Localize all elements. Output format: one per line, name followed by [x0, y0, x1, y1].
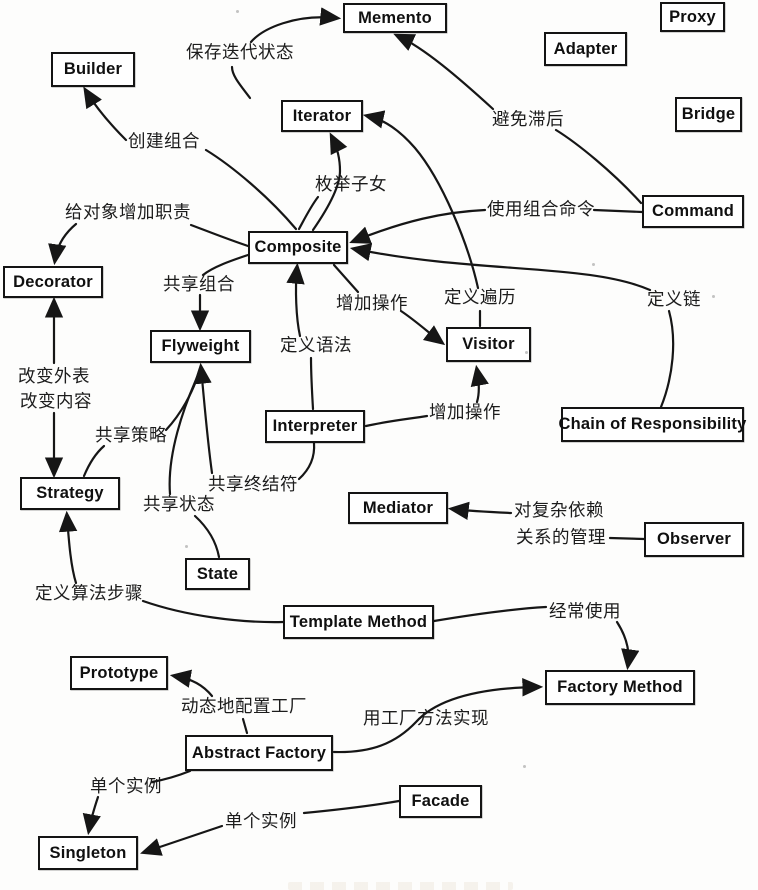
edge-state-to-flyweight: [168, 371, 201, 496]
scan-speck: [185, 545, 188, 548]
pattern-box-mediator: Mediator: [348, 492, 448, 524]
pattern-box-factory_method: Factory Method: [545, 670, 695, 705]
edge-command-to-memento: [393, 33, 495, 111]
edge-iterator-to-memento: [249, 7, 342, 44]
edge-command-to-memento: [554, 128, 643, 205]
pattern-box-facade: Facade: [399, 785, 482, 818]
pattern-box-chain: Chain of Responsibility: [559, 407, 746, 442]
edge-strategy-to-flyweight: [164, 370, 201, 432]
scan-speck: [525, 351, 528, 354]
pattern-box-decorator: Decorator: [3, 266, 103, 298]
edge-label-sharing-strategies: 共享策略: [95, 426, 167, 446]
edge-composite-to-decorator: [48, 222, 78, 266]
edge-chain-to-composite: [659, 309, 675, 409]
edge-label-implement-using-factory-method: 用工厂方法实现: [363, 709, 489, 729]
edge-abstract_factory-to-singleton: [150, 769, 192, 784]
edge-observer-to-mediator: [447, 501, 513, 520]
edge-composite-to-builder: [204, 148, 298, 231]
edge-command-to-composite: [349, 208, 487, 244]
pattern-box-abstract_factory: Abstract Factory: [185, 735, 333, 771]
edge-label-complex-dependency-line1: 对复杂依赖: [514, 501, 604, 521]
edge-observer-to-mediator: [608, 536, 646, 541]
pattern-box-flyweight: Flyweight: [150, 330, 251, 363]
edge-interpreter-to-flyweight: [297, 441, 316, 481]
edge-composite-to-visitor: [399, 309, 446, 346]
pattern-box-memento: Memento: [343, 3, 447, 33]
scan-speck: [712, 295, 715, 298]
edge-composite-to-decorator: [189, 223, 250, 248]
pattern-box-composite: Composite: [248, 231, 348, 264]
pattern-box-strategy: Strategy: [20, 477, 120, 510]
pattern-box-template_method: Template Method: [283, 605, 434, 639]
scan-speck: [523, 765, 526, 768]
edge-template_method-to-strategy: [141, 599, 285, 624]
edge-label-creating-composites: 创建组合: [128, 132, 200, 152]
edge-composite-to-iterator: [311, 132, 348, 232]
pattern-box-singleton: Singleton: [38, 836, 138, 870]
edge-strategy-to-flyweight: [82, 444, 106, 478]
edge-visitor-to-iterator: [362, 110, 480, 290]
edge-state-to-flyweight: [193, 514, 221, 559]
edge-label-avoiding-hysteresis: 避免滞后: [492, 110, 564, 130]
edge-label-defining-grammar: 定义语法: [280, 336, 352, 356]
edge-composite-to-flyweight: [201, 253, 250, 277]
edge-abstract_factory-to-prototype: [169, 669, 214, 698]
pattern-box-command: Command: [642, 195, 744, 228]
edge-facade-to-singleton: [140, 824, 224, 856]
pattern-box-state: State: [185, 558, 250, 590]
edge-label-composed-using: 使用组合命令: [487, 200, 595, 220]
edge-label-adding-operations-2: 增加操作: [429, 403, 501, 423]
edge-label-complex-dependency-line2: 关系的管理: [516, 528, 606, 548]
pattern-box-bridge: Bridge: [675, 97, 742, 132]
edge-interpreter-to-visitor: [364, 414, 429, 428]
edge-command-to-composite: [592, 208, 644, 214]
edge-label-often-uses: 经常使用: [549, 602, 621, 622]
faint-cropped-caption: [288, 882, 513, 890]
edge-label-saving-iteration-state: 保存迭代状态: [186, 43, 294, 63]
scan-speck: [592, 263, 595, 266]
edge-template_method-to-factory_method: [615, 620, 640, 671]
pattern-box-iterator: Iterator: [281, 100, 363, 132]
edge-composite-to-visitor: [332, 263, 360, 294]
edge-iterator-to-memento: [230, 65, 252, 100]
edge-label-defining-the-chain: 定义链: [647, 290, 701, 310]
edge-label-adding-operations-1: 增加操作: [336, 294, 408, 314]
edge-interpreter-to-flyweight: [193, 362, 214, 475]
edge-facade-to-singleton: [302, 799, 401, 815]
pattern-box-proxy: Proxy: [660, 2, 725, 32]
edge-label-changing-skin: 改变外表: [18, 367, 90, 387]
edge-composite-to-iterator: [297, 195, 320, 231]
edge-abstract_factory-to-prototype: [241, 717, 249, 735]
edge-chain-to-composite: [349, 243, 652, 292]
edge-label-sharing-states: 共享状态: [143, 495, 215, 515]
pattern-box-observer: Observer: [644, 522, 744, 557]
edge-label-defining-traversals: 定义遍历: [444, 288, 516, 308]
edge-composite-to-builder: [83, 86, 128, 142]
scan-speck: [236, 10, 239, 13]
edge-label-sharing-terminal-symbols: 共享终结符: [208, 475, 298, 495]
edge-interpreter-to-composite: [286, 262, 305, 338]
edge-abstract_factory-to-singleton: [82, 795, 101, 836]
edge-label-adding-responsibilities: 给对象增加职责: [65, 203, 191, 223]
edge-label-single-instance-2: 单个实例: [225, 812, 297, 832]
edge-template_method-to-strategy: [58, 510, 78, 585]
edge-label-changing-guts: 改变内容: [20, 392, 92, 412]
edge-label-sharing-composites: 共享组合: [163, 275, 235, 295]
pattern-box-visitor: Visitor: [446, 327, 531, 362]
pattern-box-adapter: Adapter: [544, 32, 627, 66]
edge-template_method-to-factory_method: [432, 605, 548, 623]
edge-abstract_factory-to-factory_method: [332, 678, 544, 754]
edge-label-enumerating-children: 枚举子女: [315, 175, 387, 195]
pattern-box-prototype: Prototype: [70, 656, 168, 690]
pattern-box-builder: Builder: [51, 52, 135, 87]
edge-interpreter-to-composite: [309, 356, 315, 411]
edge-label-single-instance-1: 单个实例: [90, 777, 162, 797]
edge-interpreter-to-visitor: [470, 364, 489, 404]
edge-label-defining-algorithm-steps: 定义算法步骤: [35, 584, 143, 604]
edge-label-configure-factory-dynamically: 动态地配置工厂: [181, 697, 307, 717]
pattern-box-interpreter: Interpreter: [265, 410, 365, 443]
